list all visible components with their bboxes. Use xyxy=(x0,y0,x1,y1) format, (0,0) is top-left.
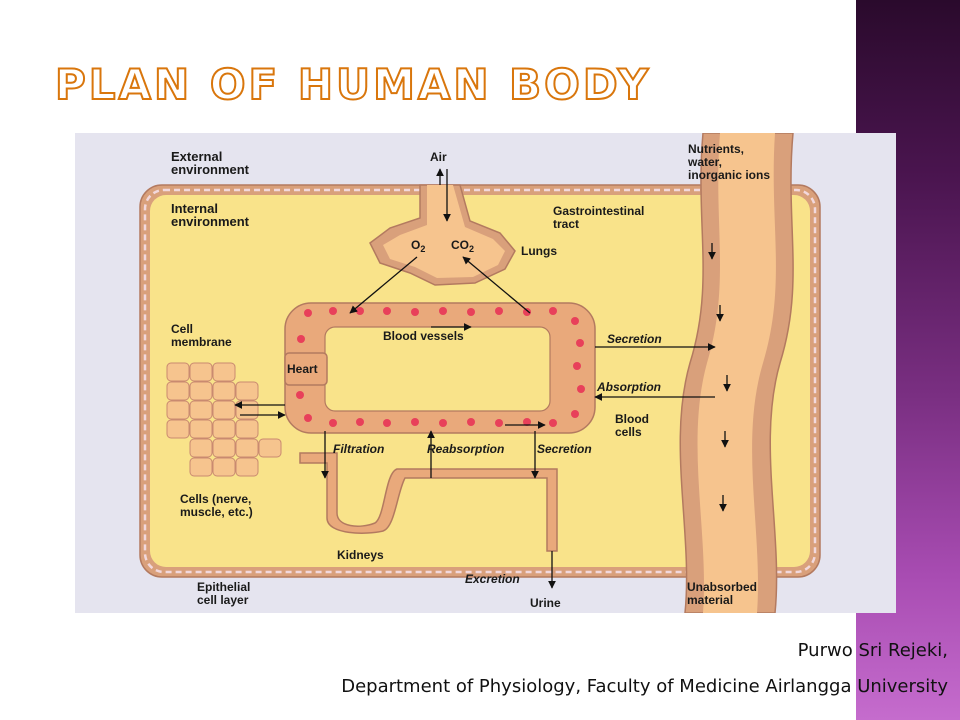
co2-label: CO2 xyxy=(451,238,474,254)
kidneys-label: Kidneys xyxy=(337,548,384,562)
secretion-kidney-label: Secretion xyxy=(537,442,592,456)
absorption-label: Absorption xyxy=(596,380,661,394)
nutrients-label: Nutrients,water,inorganic ions xyxy=(687,142,770,182)
heart xyxy=(284,352,328,386)
author-name: Purwo Sri Rejeki, xyxy=(797,640,948,661)
blood-cells-group xyxy=(296,307,585,427)
flow-arrows xyxy=(234,168,731,589)
heart-label: Heart xyxy=(287,362,318,376)
lungs-lumen xyxy=(383,185,505,278)
arrow-co2 xyxy=(462,256,531,314)
filtration-label: Filtration xyxy=(333,442,384,456)
epithelial-cell-pattern xyxy=(143,188,817,574)
lungs-label: Lungs xyxy=(521,244,557,258)
reabsorption-label: Reabsorption xyxy=(427,442,504,456)
slide-title: PLAN OF HUMAN BODY xyxy=(54,59,652,110)
cells-label: Cells (nerve,muscle, etc.) xyxy=(180,492,253,519)
o2-label: O2 xyxy=(411,238,425,254)
cells-cluster xyxy=(166,362,282,477)
air-label: Air xyxy=(430,150,447,164)
arrow-o2 xyxy=(349,256,418,314)
kidney-tubule xyxy=(299,452,558,552)
blood-vessels-label: Blood vessels xyxy=(383,329,464,343)
urine-label: Urine xyxy=(530,596,561,610)
gi-tract-lumen xyxy=(697,133,776,613)
secretion-gi-label: Secretion xyxy=(607,332,662,346)
excretion-label: Excretion xyxy=(465,572,520,586)
department-affiliation: Department of Physiology, Faculty of Med… xyxy=(341,676,948,697)
